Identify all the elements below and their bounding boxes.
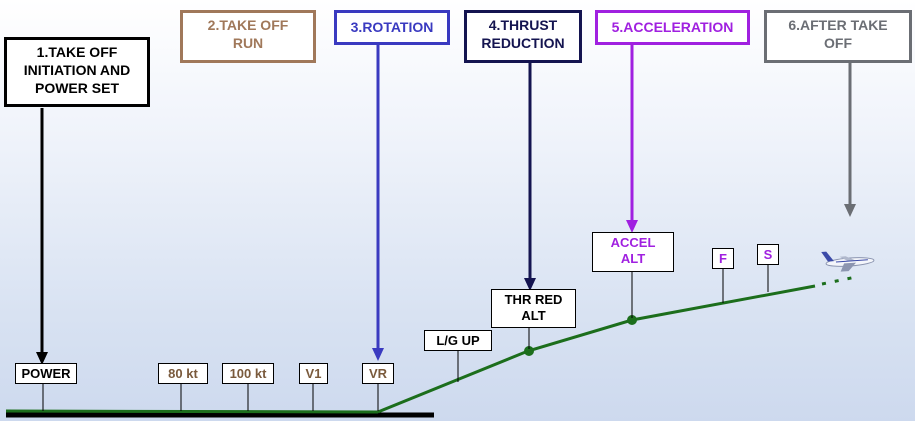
phase-label-line: 6.AFTER TAKE <box>788 17 888 33</box>
phase-after-takeoff: 6.AFTER TAKE OFF <box>764 10 912 63</box>
marker-80kt: 80 kt <box>158 363 208 384</box>
phase-label-line: 3.ROTATION <box>350 19 434 35</box>
marker-label: VR <box>368 366 388 381</box>
aircraft-icon <box>821 251 875 272</box>
marker-power: POWER <box>15 363 77 384</box>
marker-label: POWER <box>21 366 71 381</box>
marker-label: V1 <box>305 366 322 381</box>
phase-label-line: 4.THRUST <box>488 17 558 33</box>
phase4-arrowhead <box>524 278 536 291</box>
marker-label: 80 kt <box>168 366 198 381</box>
accel-point <box>627 315 637 325</box>
ground-roll-path <box>5 409 379 414</box>
marker-label: ACCEL <box>610 235 656 250</box>
phase-takeoff-initiation: 1.TAKE OFF INITIATION AND POWER SET <box>4 37 150 107</box>
phase-rotation: 3.ROTATION <box>334 10 450 45</box>
phase1-arrowhead <box>36 352 48 365</box>
marker-thr-red-alt: THR RED ALT <box>491 289 576 328</box>
marker-100kt: 100 kt <box>222 363 274 384</box>
phase-label-line: RUN <box>232 35 264 51</box>
marker-lg-up: L/G UP <box>424 330 492 351</box>
phase-label-line: 2.TAKE OFF <box>207 17 289 33</box>
marker-vr: VR <box>362 363 394 384</box>
phase-label-line: 1.TAKE OFF <box>36 44 118 60</box>
phase-label-line: REDUCTION <box>481 35 565 51</box>
marker-label: THR RED <box>504 292 563 307</box>
marker-label: L/G UP <box>436 333 480 348</box>
marker-f: F <box>712 248 734 269</box>
phase6-arrowhead <box>844 204 856 217</box>
marker-v1: V1 <box>299 363 328 384</box>
phase-label-line: 5.ACCELERATION <box>611 19 734 35</box>
phase5-arrowhead <box>626 220 638 233</box>
phase-thrust-reduction: 4.THRUST REDUCTION <box>464 10 582 63</box>
phase-label-line: INITIATION AND <box>23 62 131 78</box>
marker-label: F <box>719 251 727 266</box>
phase3-arrowhead <box>372 348 384 361</box>
phase-acceleration: 5.ACCELERATION <box>595 10 750 45</box>
marker-label: ALT <box>521 308 546 323</box>
marker-s: S <box>757 244 779 265</box>
marker-label: 100 kt <box>229 366 267 381</box>
marker-label: ALT <box>620 251 646 266</box>
marker-label: S <box>763 247 773 262</box>
phase-takeoff-run: 2.TAKE OFF RUN <box>180 10 316 63</box>
climb-path-continuation <box>821 275 857 286</box>
phase-label-line: OFF <box>824 35 852 51</box>
thr-red-point <box>524 346 534 356</box>
marker-accel-alt: ACCEL ALT <box>592 232 674 272</box>
phase-label-line: POWER SET <box>34 80 119 96</box>
